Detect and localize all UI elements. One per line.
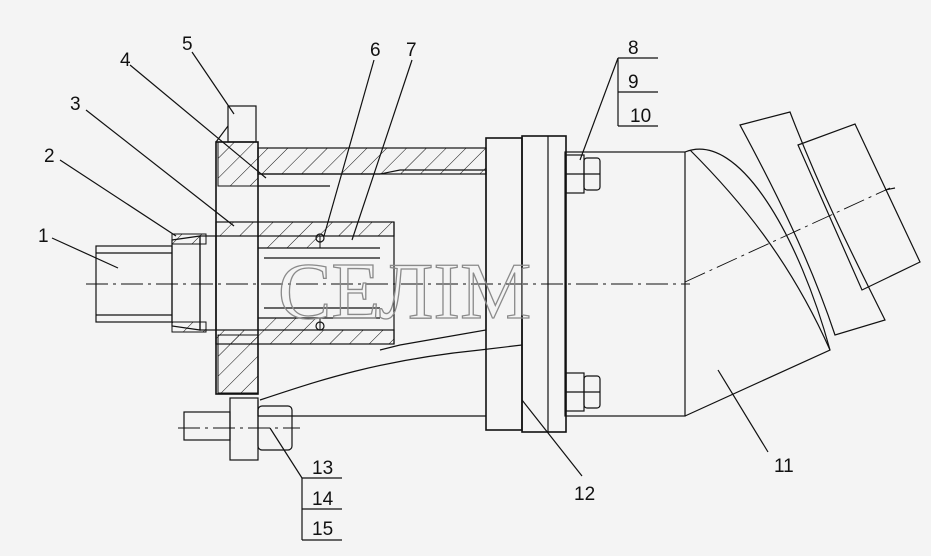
callout-12: 12	[574, 484, 595, 505]
callout-4: 4	[120, 50, 131, 71]
inclined-axis	[684, 187, 891, 283]
bolt-top	[565, 154, 601, 194]
input-shaft	[95, 233, 217, 333]
callout-11: 11	[774, 456, 794, 477]
bolt-bottom	[565, 372, 601, 412]
callout-10: 10	[630, 106, 651, 127]
callout-7: 7	[406, 40, 417, 61]
callout-9: 9	[628, 72, 639, 93]
callout-14: 14	[312, 489, 334, 510]
callout-5: 5	[182, 34, 193, 55]
motor-housing	[564, 148, 831, 417]
inclined-block	[684, 111, 921, 336]
callout-15: 15	[312, 519, 333, 540]
callout-labels: 1 2 3 4 5 6 7 8 9 10 11 12 13 14 15	[38, 34, 794, 540]
leader-lines	[51, 51, 769, 541]
callout-8: 8	[628, 38, 639, 59]
callout-3: 3	[70, 94, 81, 115]
callout-2: 2	[44, 146, 55, 167]
callout-6: 6	[370, 40, 381, 61]
stud-assembly	[178, 397, 300, 461]
coupling-sleeve	[215, 221, 395, 345]
callout-13: 13	[312, 458, 333, 479]
callout-1: 1	[38, 226, 49, 247]
watermark: СЕЛІМ	[278, 248, 531, 336]
